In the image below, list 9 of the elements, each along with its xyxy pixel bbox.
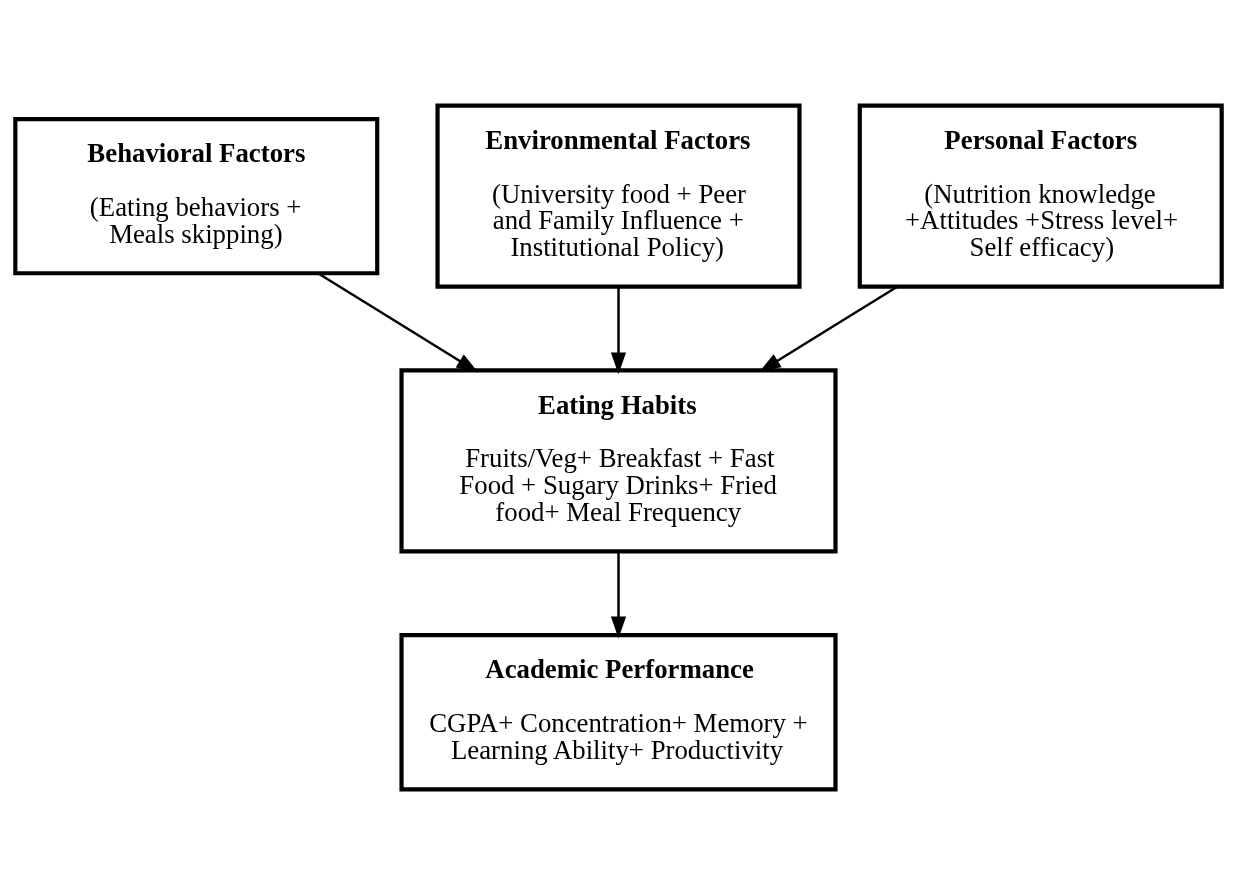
arrow (610, 550, 627, 638)
node-box: Environmental Factors (University food + Peer and Family Influence + Institutional Policy) (435, 103, 802, 289)
arrow (317, 271, 479, 372)
node-box: Academic Performance CGPA+ Concentration+ Memory + Learning Ability+ Productivity (399, 632, 838, 791)
node-box: Eating Habits Fruits/Veg+ Breakfast + Fast Food + Sugary Drinks+ Fried food+ Meal Frequency (399, 367, 838, 553)
node-box: Personal Factors (Nutrition knowledge +Attitudes +Stress level+ Self efficacy) (857, 103, 1224, 289)
arrow (610, 286, 627, 374)
node-box: Behavioral Factors (Eating behaviors + Meals skipping) (13, 116, 380, 275)
arrow (759, 285, 898, 372)
